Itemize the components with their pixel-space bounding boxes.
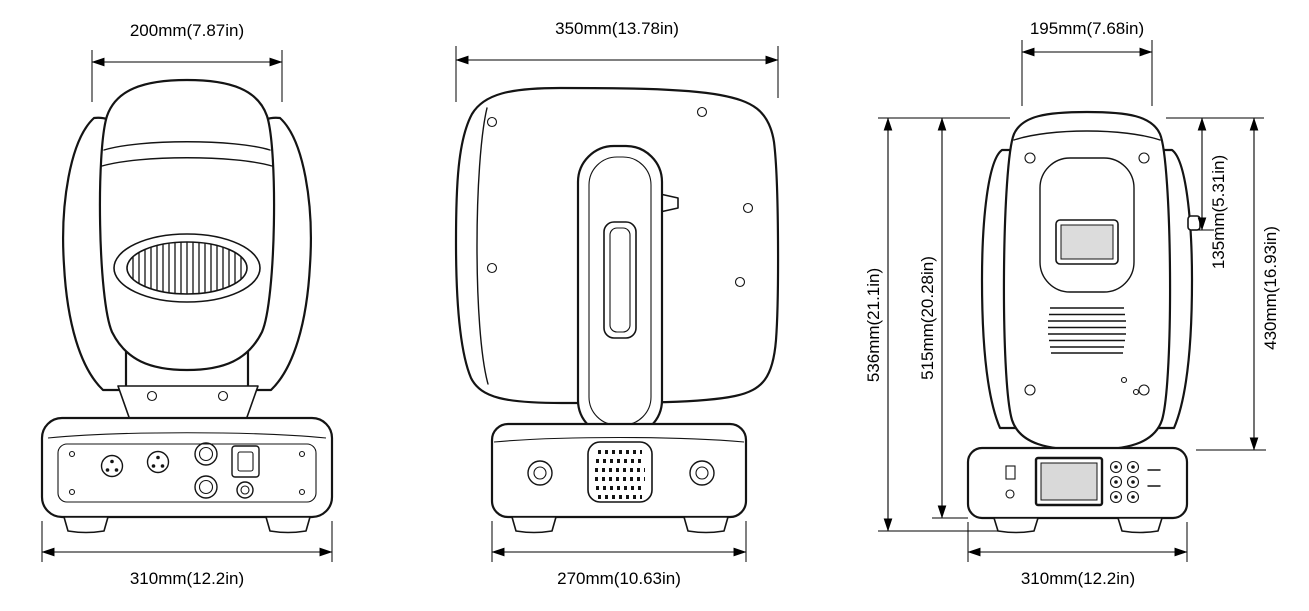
- back-panel: [1039, 157, 1135, 293]
- power-connector-out: [194, 475, 218, 499]
- front-neck: [117, 385, 259, 421]
- front-yoke-screws: [146, 390, 229, 402]
- back-base-indicators: [1005, 465, 1016, 499]
- back-bottom-dim-label: 310mm(12.2in): [1021, 569, 1135, 588]
- front-top-dimension: 200mm(7.87in): [91, 21, 283, 102]
- front-view: 200mm(7.87in) 310mm(12.2in): [40, 21, 334, 588]
- side-bottom-dimension: 270mm(10.63in): [491, 521, 747, 588]
- base-menu-buttons: [1109, 460, 1161, 504]
- back-top-dim-label: 195mm(7.68in): [1030, 19, 1144, 38]
- back-top-dimension: 195mm(7.68in): [1021, 19, 1153, 106]
- side-top-dim-label: 350mm(13.78in): [555, 19, 679, 38]
- front-head-seams: [101, 141, 273, 167]
- back-handle-offset-label: 135mm(5.31in): [1209, 155, 1228, 269]
- power-switch: [231, 445, 260, 478]
- front-foot-left: [63, 516, 109, 534]
- back-height-dimensions: 536mm(21.1in) 515mm(20.28in) 135mm(5.31i…: [864, 117, 1280, 532]
- back-handle: [1187, 215, 1201, 231]
- front-base-seam: [47, 432, 327, 439]
- back-bottom-dimension: 310mm(12.2in): [967, 522, 1188, 588]
- back-head-height-label: 430mm(16.93in): [1261, 226, 1280, 350]
- back-view: 195mm(7.68in) 536mm(21.1in) 515mm(20.28i…: [864, 19, 1280, 588]
- power-connector-in: [194, 442, 218, 466]
- back-vent-louvers: [1048, 307, 1126, 354]
- side-foot-right: [683, 516, 729, 534]
- front-top-dim-label: 200mm(7.87in): [130, 21, 244, 40]
- dmx-connector-1: [100, 454, 124, 478]
- base-lcd-screen: [1034, 456, 1104, 507]
- back-screws: [1024, 152, 1150, 396]
- side-top-dimension: 350mm(13.78in): [455, 19, 779, 102]
- back-foot-right: [1117, 517, 1163, 534]
- front-bottom-dimension: 310mm(12.2in): [41, 521, 333, 588]
- front-lens-hatch: [132, 242, 242, 294]
- back-foot-left: [993, 517, 1039, 534]
- front-base: [40, 416, 334, 519]
- fuse-holder: [236, 481, 254, 499]
- back-display-cover: [1055, 219, 1119, 265]
- front-base-panel: [57, 443, 317, 503]
- front-foot-right: [265, 516, 311, 534]
- side-view: 350mm(13.78in) 270mm(10.63in): [454, 19, 780, 588]
- front-head: [98, 78, 276, 372]
- side-connector-left: [527, 460, 553, 486]
- dmx-connector-2: [146, 450, 170, 474]
- side-arm-slot: [603, 221, 637, 339]
- side-body-seam: [476, 107, 489, 385]
- front-bottom-dim-label: 310mm(12.2in): [130, 569, 244, 588]
- side-arm-slot-inner: [609, 227, 631, 333]
- back-head-seam: [1013, 130, 1161, 141]
- side-bottom-dim-label: 270mm(10.63in): [557, 569, 681, 588]
- side-foot-left: [511, 516, 557, 534]
- back-total-height-label: 536mm(21.1in): [864, 268, 883, 382]
- side-vent-dots: [595, 450, 645, 499]
- back-body-height-label: 515mm(20.28in): [918, 256, 937, 380]
- side-connector-right: [689, 460, 715, 486]
- front-base-corner-screws: [68, 450, 306, 496]
- side-base-seam: [493, 436, 745, 443]
- side-body-screws: [486, 106, 754, 288]
